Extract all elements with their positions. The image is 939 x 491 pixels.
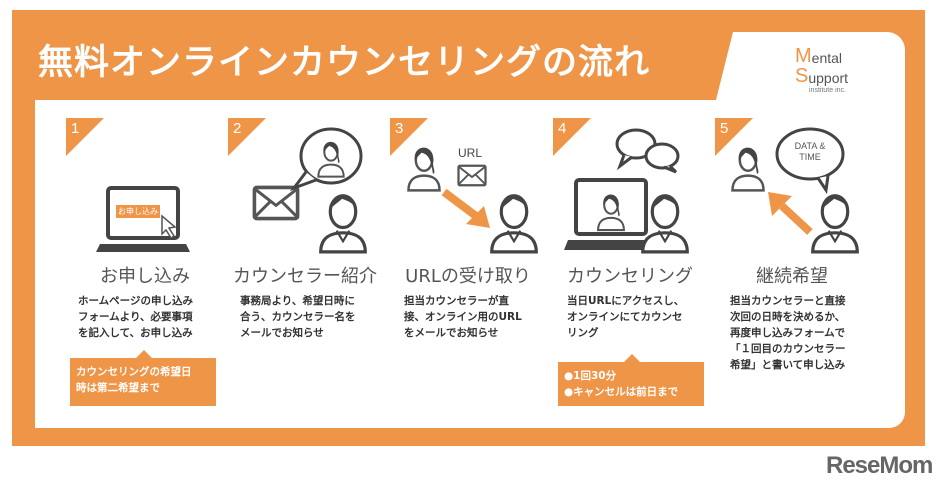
step-4-note: ●1回30分 ●キャンセルは前日まで: [558, 354, 704, 406]
logo-upport: upport: [808, 70, 849, 86]
step-5-title: 継続希望: [756, 266, 828, 287]
counselor-woman-icon: [731, 146, 765, 192]
logo-ental: ental: [811, 50, 843, 66]
url-label: URL: [458, 146, 483, 160]
date-time-bubble-icon: [775, 127, 845, 195]
video-call-laptop-icon: [564, 178, 658, 250]
step-3-description: 担当カウンセラーが直 接、オンライン用のURL をメールでお知らせ: [404, 295, 522, 339]
step-1-badge: 1: [66, 118, 104, 156]
step-2-badge: 2: [228, 118, 266, 156]
step-4-description: 当日URLにアクセスし、 オンラインにてカウンセ リング: [567, 295, 685, 339]
client-man-icon: [319, 194, 367, 254]
logo-m: M: [795, 45, 812, 67]
date-time-text: DATA & TIME: [780, 141, 840, 163]
logo-s: S: [795, 65, 809, 87]
speech-bubble-counselor-icon: [289, 127, 363, 192]
step-1-note: カウンセリングの希望日 時は第二希望まで: [70, 350, 216, 406]
resemom-watermark: ReseMom: [826, 452, 933, 479]
arrow-up-left-icon: [768, 192, 813, 235]
url-envelope-icon: [457, 164, 487, 187]
step-2-description: 事務局より、希望日時に 合う、カウンセラー名を メールでお知らせ: [240, 295, 356, 339]
bubble-line-2: TIME: [799, 152, 821, 162]
logo-tab: [733, 32, 905, 112]
chat-bubbles-icon: [615, 128, 680, 174]
step-4-badge: 4: [553, 118, 591, 156]
arrow-down-right-icon: [441, 188, 490, 228]
step-2-title: カウンセラー紹介: [233, 266, 377, 287]
step-4-title: カウンセリング: [567, 266, 693, 287]
client-man-icon: [490, 194, 538, 254]
logo-institute: institute inc.: [809, 87, 846, 94]
client-man-icon: [811, 194, 859, 254]
envelope-icon: [252, 185, 300, 221]
logo-tab-edge: [716, 32, 733, 100]
step-3-title: URLの受け取り: [405, 266, 531, 287]
client-man-icon: [641, 194, 689, 254]
apply-screen-button: お申し込み: [118, 207, 158, 216]
page-title: 無料オンラインカウンセリングの流れ: [38, 43, 651, 83]
counselor-woman-icon: [407, 146, 441, 192]
step-1-title: お申し込み: [100, 266, 190, 287]
step-1-description: ホームページの申し込み フォームより、必要事項 を記入して、お申し込み: [78, 295, 193, 339]
laptop-icon: [96, 186, 190, 252]
bubble-line-1: DATA &: [794, 141, 826, 151]
step-5-description: 担当カウンセラーと直接 次回の日時を決めるか、 再度申し込みフォームで 「１回目…: [730, 295, 846, 371]
